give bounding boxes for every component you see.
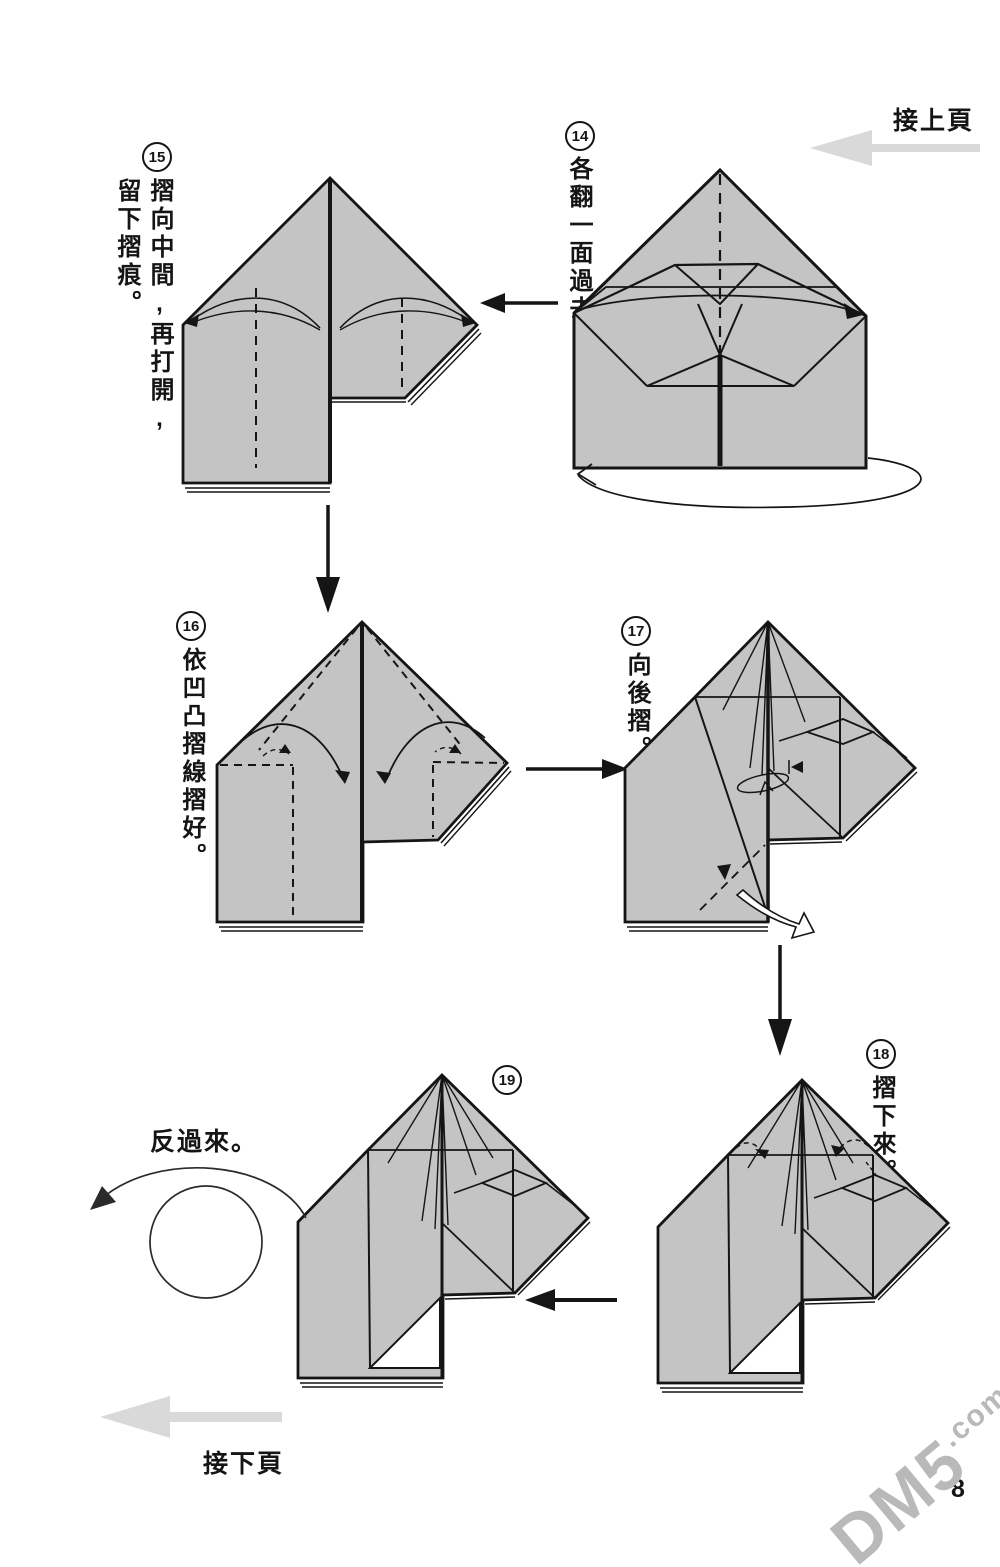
step-15-badge: 15 — [142, 142, 172, 172]
flip-over-ellipse-arrow — [576, 457, 922, 509]
white-underside-flap — [727, 1300, 801, 1374]
fold-arrow-left — [242, 723, 350, 784]
step-16-badge: 16 — [176, 611, 206, 641]
origami-diagram-step-15 — [181, 176, 482, 493]
step-17-badge: 17 — [621, 616, 651, 646]
origami-diagram-step-19 — [296, 1073, 591, 1388]
white-underside-flap — [367, 1295, 441, 1369]
push-ellipse-arrow — [736, 772, 790, 796]
step-19-number: 19 — [498, 1071, 516, 1089]
arrow-step14-to-step15 — [480, 293, 558, 313]
fan-creases — [747, 1079, 854, 1235]
fold-behind-white-arrow — [735, 888, 816, 940]
mountain-crease-dashed — [699, 844, 766, 911]
arrow-step15-to-step16 — [316, 505, 340, 613]
fold-arrow-right — [376, 721, 486, 784]
valley-crease-right — [366, 627, 464, 749]
step-18-badge: 18 — [866, 1039, 896, 1069]
dm5-watermark: DM5.com — [816, 1372, 1000, 1567]
prev-page-arrow-icon — [810, 130, 980, 166]
fold-unfold-arrow-left — [184, 297, 321, 331]
fan-creases — [387, 1074, 494, 1230]
step-15-caption: 摺向中間,再打開, 留下摺痕。 — [113, 178, 173, 436]
arrow-step18-to-step19 — [525, 1289, 617, 1311]
prev-page-label: 接上頁 — [893, 107, 975, 135]
valley-crease-left — [258, 627, 358, 751]
origami-diagram-step-16 — [215, 620, 512, 932]
arrow-step16-to-step17 — [526, 759, 628, 779]
step-18-number: 18 — [872, 1045, 890, 1063]
flip-over-circle-arrow-icon — [90, 1167, 307, 1299]
mini-arrowhead — [717, 864, 731, 880]
step-15-number: 15 — [148, 148, 166, 166]
origami-diagram-step-18 — [656, 1078, 951, 1393]
origami-diagram-step-17 — [623, 620, 918, 940]
step-19-badge: 19 — [492, 1065, 522, 1095]
step-16-caption: 依凹凸摺線摺好。 — [178, 647, 205, 871]
fan-creases — [722, 621, 806, 776]
tiny-fold-arrow — [791, 761, 803, 773]
fold-down-arrow-left — [735, 1142, 769, 1159]
step-14-badge: 14 — [565, 121, 595, 151]
step-17-number: 17 — [627, 622, 645, 640]
fold-unfold-arrow-right — [339, 297, 476, 331]
fold-arc-arrow — [577, 294, 863, 319]
fold-down-arrow-right — [831, 1139, 877, 1176]
origami-diagram-step-14 — [572, 167, 922, 509]
flip-over-label: 反過來。 — [150, 1128, 259, 1156]
step-14-number: 14 — [571, 127, 589, 145]
page-number: 8 — [951, 1475, 965, 1503]
step-16-number: 16 — [182, 617, 200, 635]
next-page-arrow-icon — [100, 1396, 282, 1438]
arrow-step17-to-step18 — [768, 945, 792, 1056]
next-page-label: 接下頁 — [203, 1450, 285, 1478]
